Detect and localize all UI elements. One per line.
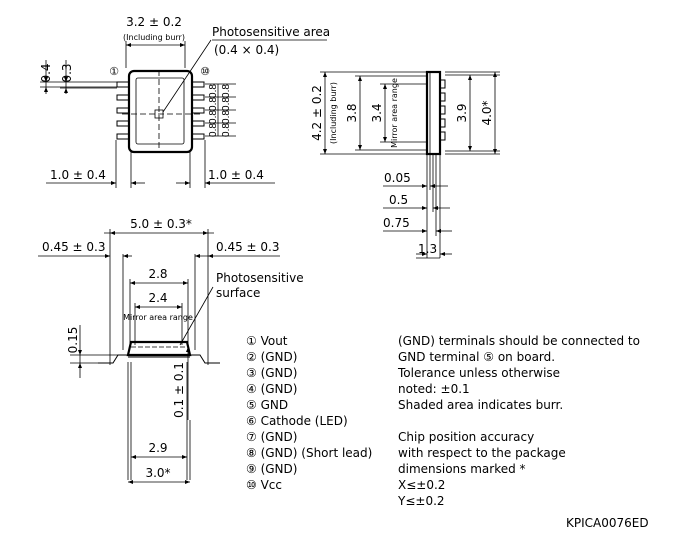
- dim-3-4: 3.4: [370, 103, 384, 122]
- pitch-dim-6: 0.8: [221, 97, 232, 111]
- note-line: with respect to the package: [398, 446, 566, 460]
- dim-2-4: 2.4: [148, 291, 167, 305]
- photosensitive-area-label: Photosensitive area: [212, 25, 330, 39]
- pin-1-marker: ①: [109, 65, 119, 78]
- pin-list-item: ④ (GND): [246, 382, 298, 396]
- pin-list-item: ① Vout: [246, 334, 288, 348]
- note-line: Chip position accuracy: [398, 430, 535, 444]
- pin-list-item: ⑥ Cathode (LED): [246, 414, 348, 428]
- top-right-dim: 1.0 ± 0.4: [208, 168, 264, 182]
- dim-0-5: 0.5: [389, 193, 408, 207]
- dim-3-9: 3.9: [455, 103, 469, 122]
- surface-label-1: Photosensitive: [216, 271, 304, 285]
- pin-list: ① Vout ② (GND) ③ (GND) ④ (GND) ⑤ GND ⑥ C…: [246, 333, 372, 493]
- front-mirror-label: Mirror area range: [123, 313, 193, 322]
- pin-list-item: ⑧ (GND) (Short lead): [246, 446, 373, 460]
- note-line: dimensions marked *: [398, 462, 526, 476]
- dim-4-0: 4.0*: [480, 100, 494, 125]
- pitch-dim-8: 0.8: [221, 123, 232, 137]
- dim-0-75: 0.75: [383, 216, 410, 230]
- dim-0-05: 0.05: [384, 171, 411, 185]
- dim-1-3: 1.3: [418, 242, 437, 256]
- pitch-dim-2: 0.8: [208, 97, 219, 111]
- side-mirror-label: Mirror area range: [390, 78, 399, 148]
- dim-2-9: 2.9: [148, 441, 167, 455]
- dim-0-4: 0.4: [39, 63, 53, 82]
- pitch-dim-7: 0.8: [221, 110, 232, 124]
- right-pins: [191, 81, 205, 140]
- pin-10-marker: ⑩: [200, 65, 210, 78]
- note-line: Shaded area indicates burr.: [398, 398, 564, 412]
- note-line: Tolerance unless otherwise: [398, 366, 561, 380]
- pitch-dim-5: 0.8: [221, 84, 232, 98]
- left-pins: [116, 81, 130, 140]
- top-left-dim: 1.0 ± 0.4: [50, 168, 106, 182]
- pitch-dim-3: 0.8: [208, 110, 219, 124]
- pin-list-item: ⑤ GND: [246, 398, 289, 412]
- side-height-note: (Including burr): [329, 82, 338, 144]
- pin-list-item: ⑦ (GND): [246, 430, 298, 444]
- surface-label-2: surface: [216, 286, 260, 300]
- document-id: KPICA0076ED: [566, 516, 649, 530]
- front-left-dim: 0.45 ± 0.3: [42, 240, 106, 254]
- dim-2-8: 2.8: [148, 267, 167, 281]
- pin-list-item: ⑩ Vcc: [246, 478, 282, 492]
- note-line: X≤±0.2: [398, 478, 446, 492]
- front-width-dim: 5.0 ± 0.3*: [130, 217, 192, 231]
- front-view: 5.0 ± 0.3* 0.45 ± 0.3 0.45 ± 0.3 2.8 2.4…: [38, 217, 304, 484]
- dim-3-8: 3.8: [345, 103, 359, 122]
- note-line: [398, 413, 640, 429]
- dim-0-15: 0.15: [66, 327, 80, 354]
- dim-0-1: 0.1 ± 0.1: [172, 362, 186, 418]
- top-width-dim: 3.2 ± 0.2: [126, 15, 182, 29]
- pitch-dim-4: 0.8: [208, 123, 219, 137]
- side-view: 4.2 ± 0.2 (Including burr) 3.8 3.4 Mirro…: [310, 70, 500, 259]
- front-right-dim: 0.45 ± 0.3: [216, 240, 280, 254]
- note-line: noted: ±0.1: [398, 382, 470, 396]
- top-view: 3.2 ± 0.2 (Including burr) Photosensitiv…: [39, 15, 330, 188]
- pin-list-item: ③ (GND): [246, 366, 298, 380]
- notes-block: (GND) terminals should be connected to G…: [398, 333, 640, 509]
- pin-list-item: ② (GND): [246, 350, 298, 364]
- note-line: GND terminal ⑤ on board.: [398, 350, 556, 364]
- side-height-dim: 4.2 ± 0.2: [310, 85, 324, 141]
- top-width-note: (Including burr): [123, 33, 185, 42]
- note-line: Y≤±0.2: [398, 494, 445, 508]
- pin-list-item: ⑨ (GND): [246, 462, 298, 476]
- dim-0-3: 0.3: [60, 63, 74, 82]
- dim-3-0: 3.0*: [145, 466, 170, 480]
- photosensitive-area-size: (0.4 × 0.4): [214, 43, 279, 57]
- pitch-dim-1: 0.8: [208, 84, 219, 98]
- note-line: (GND) terminals should be connected to: [398, 334, 640, 348]
